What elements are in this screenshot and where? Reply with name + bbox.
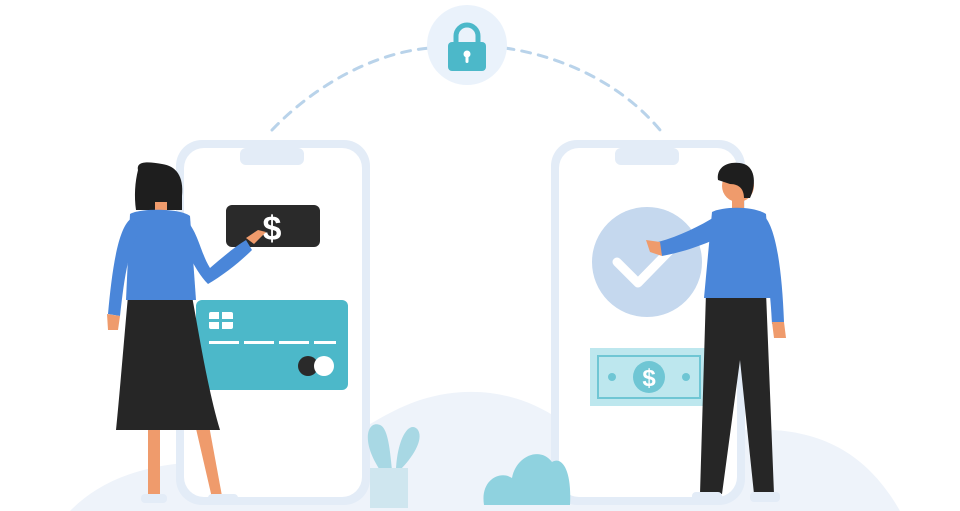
woman-figure bbox=[107, 162, 266, 503]
card-network-logo-icon bbox=[298, 356, 334, 376]
padlock-icon bbox=[448, 22, 486, 71]
checkmark-icon bbox=[612, 238, 682, 288]
card-chip-icon bbox=[209, 312, 233, 329]
dollar-sign-icon: $ bbox=[263, 210, 282, 248]
credit-card bbox=[196, 300, 348, 390]
success-badge bbox=[592, 207, 702, 317]
card-number-lines bbox=[209, 341, 336, 344]
lock-badge bbox=[427, 5, 507, 85]
bush-shape bbox=[483, 454, 571, 505]
dollar-badge: $ bbox=[226, 205, 320, 248]
man-figure bbox=[646, 162, 786, 502]
potted-plant bbox=[367, 424, 420, 508]
dollar-bill-icon: $ bbox=[590, 348, 708, 406]
bill-dollar-symbol: $ bbox=[642, 365, 656, 392]
connection-arc bbox=[270, 46, 662, 132]
